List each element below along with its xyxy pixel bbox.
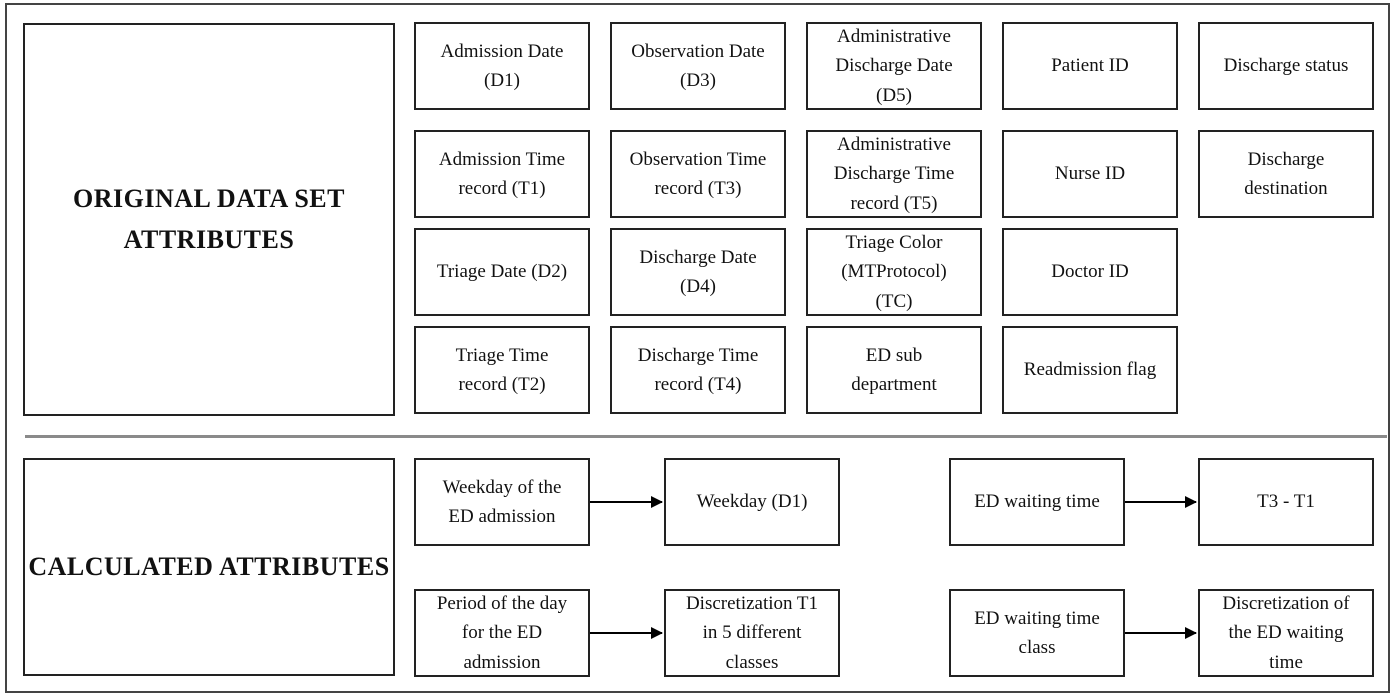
triage-time-box: Triage Time record (T2)	[414, 326, 590, 414]
observation-date-label: Observation Date (D3)	[631, 40, 765, 91]
observation-time-box: Observation Time record (T3)	[610, 130, 786, 218]
triage-date-box: Triage Date (D2)	[414, 228, 590, 316]
triage-color-box: Triage Color (MTProtocol) (TC)	[806, 228, 982, 316]
weekday-source-label: Weekday of the ED admission	[442, 476, 562, 527]
triage-time-label: Triage Time record (T2)	[455, 344, 549, 395]
waiting-class-result-box: Discretization of the ED waiting time	[1198, 589, 1374, 677]
discharge-date-box: Discharge Date (D4)	[610, 228, 786, 316]
admission-time-box: Admission Time record (T1)	[414, 130, 590, 218]
section-separator	[25, 435, 1387, 438]
weekday-source-box: Weekday of the ED admission	[414, 458, 590, 546]
calculated-attributes-title-box: CALCULATED ATTRIBUTES	[23, 458, 395, 676]
waiting-class-source-label: ED waiting time class	[974, 607, 1100, 658]
ed-sub-department-label: ED sub department	[851, 344, 937, 395]
admission-date-label: Admission Date (D1)	[440, 40, 564, 91]
discharge-destination-box: Discharge destination	[1198, 130, 1374, 218]
waiting-class-source-box: ED waiting time class	[949, 589, 1125, 677]
triage-color-label: Triage Color (MTProtocol) (TC)	[841, 231, 947, 312]
admission-time-label: Admission Time record (T1)	[438, 148, 566, 199]
ed-sub-department-box: ED sub department	[806, 326, 982, 414]
waiting-time-source-label: ED waiting time	[974, 491, 1100, 513]
discharge-date-label: Discharge Date (D4)	[639, 246, 757, 297]
nurse-id-box: Nurse ID	[1002, 130, 1178, 218]
readmission-flag-label: Readmission flag	[1023, 359, 1157, 381]
nurse-id-label: Nurse ID	[1054, 163, 1126, 185]
discharge-destination-label: Discharge destination	[1244, 148, 1328, 199]
weekday-result-label: Weekday (D1)	[696, 491, 808, 513]
discharge-time-box: Discharge Time record (T4)	[610, 326, 786, 414]
admin-discharge-time-box: Administrative Discharge Time record (T5…	[806, 130, 982, 218]
diagram-frame	[5, 3, 1390, 693]
period-result-label: Discretization T1 in 5 different classes	[685, 592, 819, 673]
weekday-result-box: Weekday (D1)	[664, 458, 840, 546]
admin-discharge-date-label: Administrative Discharge Date (D5)	[835, 25, 953, 106]
observation-time-label: Observation Time record (T3)	[629, 148, 767, 199]
admin-discharge-date-box: Administrative Discharge Date (D5)	[806, 22, 982, 110]
discharge-status-label: Discharge status	[1223, 55, 1349, 77]
period-result-box: Discretization T1 in 5 different classes	[664, 589, 840, 677]
patient-id-box: Patient ID	[1002, 22, 1178, 110]
doctor-id-label: Doctor ID	[1051, 261, 1129, 283]
observation-date-box: Observation Date (D3)	[610, 22, 786, 110]
discharge-status-box: Discharge status	[1198, 22, 1374, 110]
original-attributes-title-box: ORIGINAL DATA SET ATTRIBUTES	[23, 23, 395, 416]
admission-date-box: Admission Date (D1)	[414, 22, 590, 110]
triage-date-label: Triage Date (D2)	[436, 261, 568, 283]
doctor-id-box: Doctor ID	[1002, 228, 1178, 316]
waiting-time-result-box: T3 - T1	[1198, 458, 1374, 546]
period-source-label: Period of the day for the ED admission	[436, 592, 568, 673]
period-source-box: Period of the day for the ED admission	[414, 589, 590, 677]
patient-id-label: Patient ID	[1051, 55, 1129, 77]
discharge-time-label: Discharge Time record (T4)	[637, 344, 759, 395]
calculated-attributes-title: CALCULATED ATTRIBUTES	[28, 551, 390, 581]
readmission-flag-box: Readmission flag	[1002, 326, 1178, 414]
original-attributes-title: ORIGINAL DATA SET ATTRIBUTES	[73, 184, 345, 254]
waiting-time-result-label: T3 - T1	[1257, 491, 1315, 513]
admin-discharge-time-label: Administrative Discharge Time record (T5…	[833, 133, 955, 214]
waiting-time-source-box: ED waiting time	[949, 458, 1125, 546]
waiting-class-result-label: Discretization of the ED waiting time	[1222, 592, 1350, 673]
